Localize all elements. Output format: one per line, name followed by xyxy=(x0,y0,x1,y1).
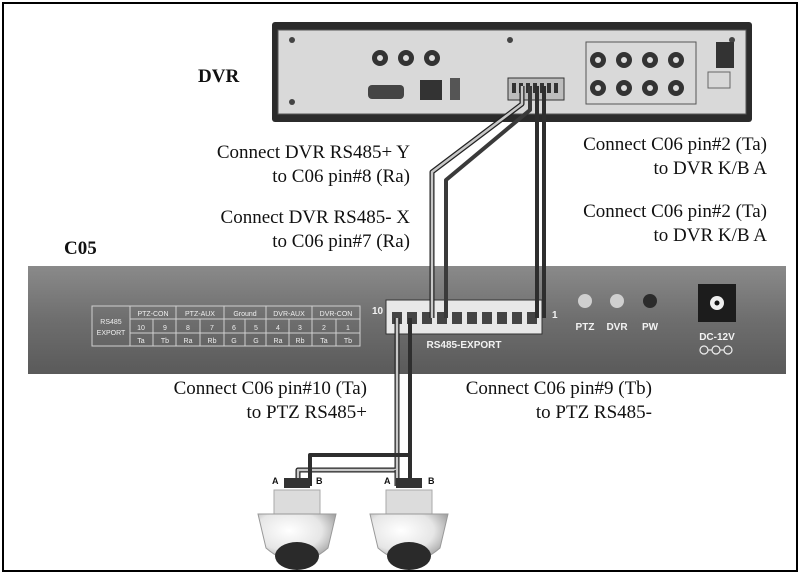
table-signal: G xyxy=(231,338,236,345)
ptz-camera-2 xyxy=(369,478,449,570)
table-group-dvr-aux: DVR-AUX xyxy=(273,311,305,318)
c05-table-labels: RS485 EXPORT PTZ-CON PTZ-AUX Ground DVR-… xyxy=(97,311,353,345)
dvr-usb-slot xyxy=(707,71,731,89)
dvr-video-out-ports xyxy=(372,50,440,66)
dvr-title: DVR xyxy=(198,66,240,87)
table-signal: Ra xyxy=(274,338,283,345)
table-number: 6 xyxy=(232,325,236,332)
table-number: 10 xyxy=(137,325,145,332)
table-number: 8 xyxy=(186,325,190,332)
table-number: 5 xyxy=(254,325,258,332)
table-signal: G xyxy=(253,338,258,345)
note-line: to DVR K/B A xyxy=(653,225,768,246)
table-rs485-line2: EXPORT xyxy=(97,330,126,337)
dvr-power-socket xyxy=(716,42,734,68)
table-group-dvr-con: DVR-CON xyxy=(320,311,353,318)
polarity-symbol xyxy=(699,345,733,355)
ptz-camera-1 xyxy=(257,478,337,570)
rs485-export-label: RS485-EXPORT xyxy=(426,340,501,351)
table-signal: Tb xyxy=(344,338,352,345)
table-signal: Rb xyxy=(296,338,305,345)
c05-terminal-label-table xyxy=(91,305,361,347)
note-line: Connect C06 pin#9 (Tb) xyxy=(465,378,652,399)
c05-title: C05 xyxy=(64,238,97,259)
note-line: to PTZ RS485+ xyxy=(246,402,367,423)
dvr-lan-port xyxy=(420,80,442,100)
dvr-device xyxy=(272,22,752,122)
table-number: 2 xyxy=(322,325,326,332)
terminal-number-1: 1 xyxy=(552,310,558,321)
note-c06-pin2-second: Connect C06 pin#2 (Ta) to DVR K/B A xyxy=(583,200,767,248)
table-signal: Tb xyxy=(161,338,169,345)
table-number: 9 xyxy=(163,325,167,332)
dvr-led-label: DVR xyxy=(606,322,628,333)
dvr-vga-port xyxy=(368,85,404,99)
note-line: Connect C06 pin#2 (Ta) xyxy=(583,201,767,222)
table-group-ptz-aux: PTZ-AUX xyxy=(185,311,215,318)
note-dvr-rs485-plus: Connect DVR RS485+ Y to C06 pin#8 (Ra) xyxy=(217,141,410,189)
table-number: 4 xyxy=(276,325,280,332)
power-led xyxy=(643,294,657,308)
note-dvr-rs485-minus: Connect DVR RS485- X to C06 pin#7 (Ra) xyxy=(221,206,410,254)
ptz-led-label: PTZ xyxy=(576,322,595,333)
camera-terminal-labels: A B A B xyxy=(272,476,435,486)
note-line: to PTZ RS485- xyxy=(535,402,652,423)
pw-led-label: PW xyxy=(642,322,659,333)
note-c06-pin10: Connect C06 pin#10 (Ta) to PTZ RS485+ xyxy=(174,377,367,425)
table-group-ptz-con: PTZ-CON xyxy=(137,311,168,318)
table-signal: Rb xyxy=(208,338,217,345)
note-c06-pin2-first: Connect C06 pin#2 (Ta) to DVR K/B A xyxy=(583,133,767,181)
cam2-label-a: A xyxy=(384,476,391,486)
note-line: Connect DVR RS485- X xyxy=(220,207,410,228)
table-number: 7 xyxy=(210,325,214,332)
note-line: to DVR K/B A xyxy=(653,158,768,179)
note-c06-pin9: Connect C06 pin#9 (Tb) to PTZ RS485- xyxy=(466,377,652,425)
table-group-ground: Ground xyxy=(233,311,256,318)
note-line: Connect DVR RS485+ Y xyxy=(216,142,410,163)
table-signal: Ta xyxy=(320,338,328,345)
terminal-number-10: 10 xyxy=(372,306,384,317)
note-line: to C06 pin#7 (Ra) xyxy=(272,231,410,252)
c05-panel-labels: 10 1 RS485-EXPORT PTZ DVR PW DC-12V xyxy=(372,306,735,351)
note-line: Connect C06 pin#10 (Ta) xyxy=(173,378,367,399)
table-signal: Ta xyxy=(137,338,145,345)
cam1-label-a: A xyxy=(272,476,279,486)
table-rs485-line1: RS485 xyxy=(100,319,122,326)
dvr-video-in-ports xyxy=(585,41,697,105)
table-number: 3 xyxy=(298,325,302,332)
wires xyxy=(295,86,546,486)
ptz-led xyxy=(578,294,592,308)
table-number: 1 xyxy=(346,325,350,332)
dvr-usb-port xyxy=(450,78,460,100)
cam2-label-b: B xyxy=(428,476,435,486)
note-line: to C06 pin#8 (Ra) xyxy=(272,166,410,187)
dvr-led xyxy=(610,294,624,308)
dc-voltage-label: DC-12V xyxy=(699,332,735,343)
c05-device xyxy=(28,266,786,374)
cam1-label-b: B xyxy=(316,476,323,486)
note-line: Connect C06 pin#2 (Ta) xyxy=(583,134,767,155)
table-signal: Ra xyxy=(184,338,193,345)
